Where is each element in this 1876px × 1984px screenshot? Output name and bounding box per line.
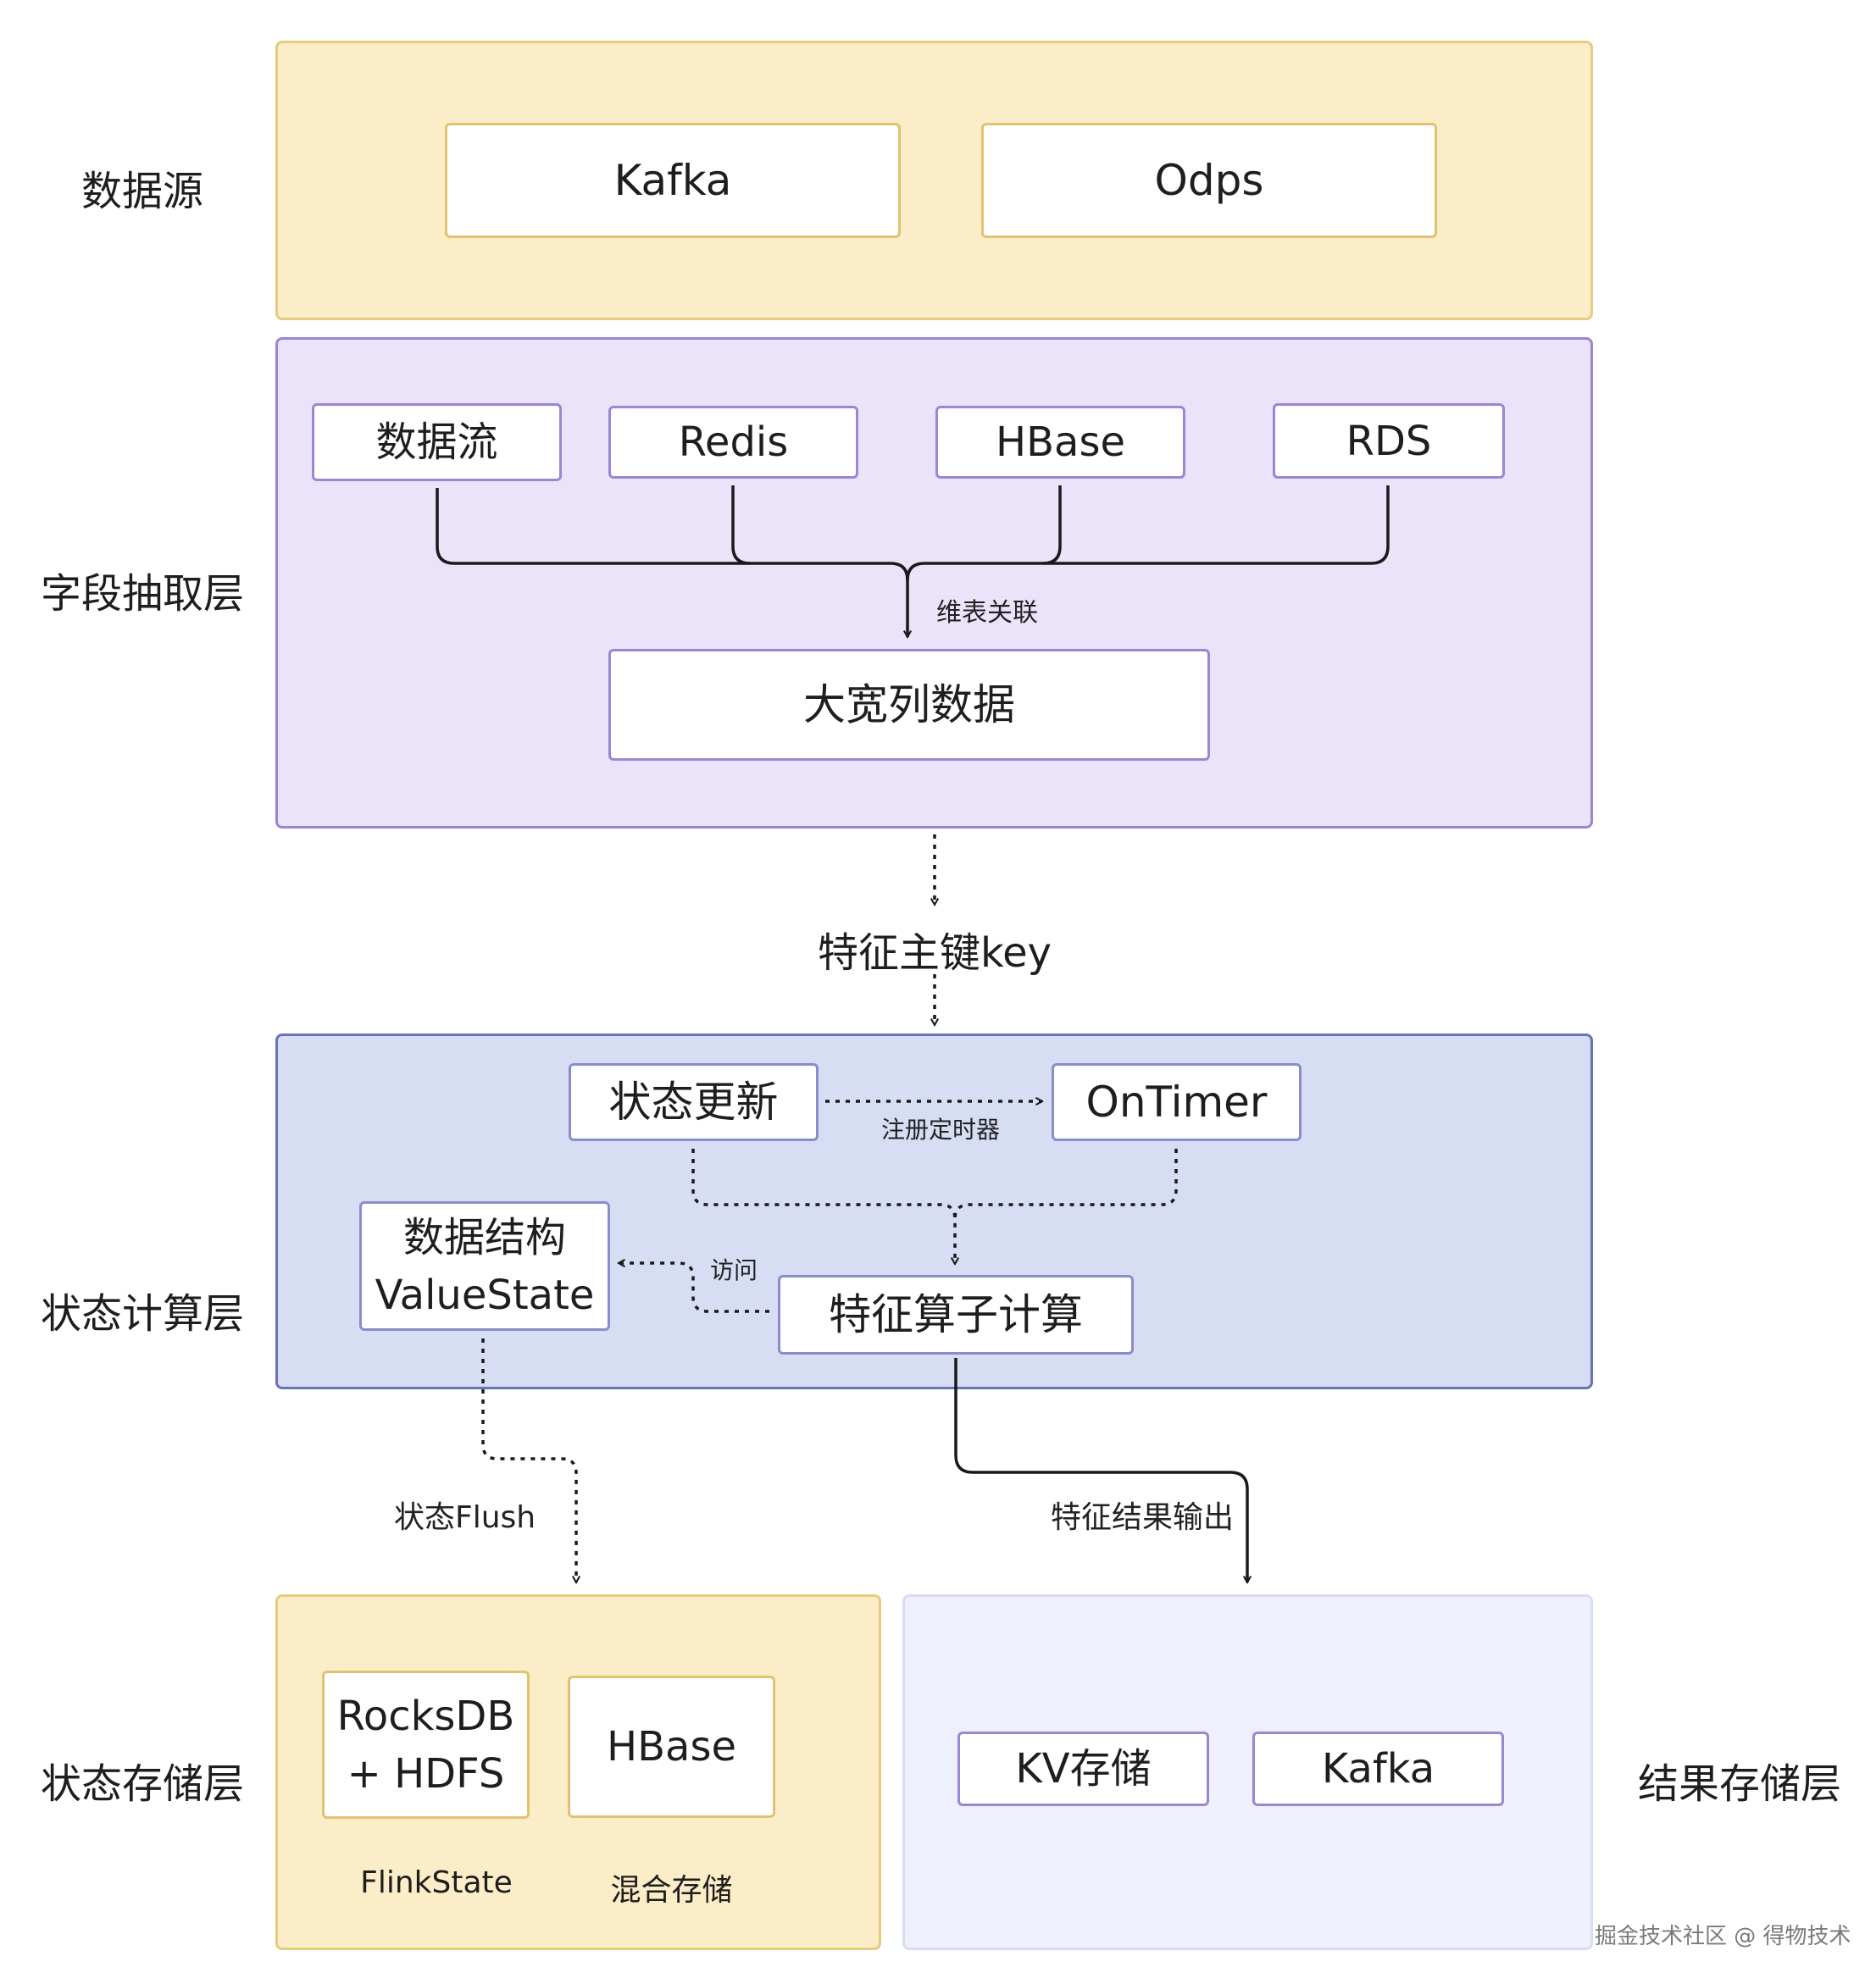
state-update-merge	[691, 1149, 955, 1264]
hbase-storage-box: HBase	[568, 1676, 775, 1818]
kafka-source-box: Kafka	[445, 123, 901, 238]
odps-source-box: Odps	[981, 123, 1437, 238]
hbase-storage-text: HBase	[607, 1723, 736, 1771]
access-label: 访问	[710, 1256, 758, 1284]
value-state-text: ValueState	[375, 1271, 595, 1319]
hdfs-text: + HDFS	[347, 1749, 505, 1798]
result-storage-label: 结果存储层	[1638, 1760, 1842, 1808]
register-timer-label: 注册定时器	[881, 1116, 1001, 1144]
state-compute-label: 状态计算层	[41, 1290, 245, 1338]
rocksdb-text: RocksDB	[336, 1692, 515, 1740]
merge-line-rds	[906, 485, 1390, 581]
data-structure-text: 数据结构	[402, 1213, 566, 1261]
wide-column-data-box: 大宽列数据	[608, 649, 1210, 761]
merge-line-data-stream	[436, 488, 907, 637]
data-source-label: 数据源	[81, 168, 204, 215]
ontimer-text: OnTimer	[1085, 1077, 1268, 1127]
data-stream-text: 数据流	[375, 418, 498, 466]
feature-operator-text: 特征算子计算	[829, 1289, 1083, 1339]
odps-source-text: Odps	[1154, 155, 1264, 205]
state-update-text: 状态更新	[608, 1077, 779, 1127]
hbase-dim-box: HBase	[935, 406, 1185, 479]
join-label: 维表关联	[936, 598, 1038, 628]
merge-line-hbase	[1042, 485, 1062, 565]
feature-key-label: 特征主键key	[817, 929, 1052, 977]
state-update-box: 状态更新	[569, 1063, 819, 1141]
feature-output-label: 特征结果输出	[1051, 1500, 1235, 1535]
kafka-result-text: Kafka	[1321, 1745, 1435, 1793]
field-extraction-label: 字段抽取层	[41, 570, 245, 618]
kv-storage-box: KV存储	[957, 1732, 1209, 1806]
data-stream-box: 数据流	[312, 403, 562, 481]
access-arrow	[619, 1263, 769, 1313]
hybrid-storage-caption: 混合存储	[610, 1873, 733, 1908]
state-flush-label: 状态Flush	[394, 1500, 536, 1535]
rds-text: RDS	[1346, 417, 1432, 465]
state-flush-arrow	[481, 1338, 576, 1582]
redis-text: Redis	[678, 418, 789, 466]
rocksdb-hdfs-box: RocksDB + HDFS	[322, 1671, 530, 1819]
feature-output-arrow	[954, 1358, 1247, 1582]
wide-column-data-text: 大宽列数据	[803, 679, 1015, 729]
kv-storage-text: KV存储	[1015, 1745, 1152, 1793]
kafka-source-text: Kafka	[613, 155, 732, 205]
watermark: 掘金技术社区 @ 得物技术	[1595, 1924, 1851, 1949]
ontimer-merge	[953, 1149, 1178, 1220]
rds-box: RDS	[1273, 403, 1505, 479]
hbase-dim-text: HBase	[996, 418, 1125, 466]
redis-box: Redis	[608, 406, 858, 479]
feature-operator-box: 特征算子计算	[778, 1275, 1134, 1355]
kafka-result-box: Kafka	[1252, 1732, 1504, 1806]
value-state-box: 数据结构 ValueState	[359, 1201, 610, 1331]
ontimer-box: OnTimer	[1052, 1063, 1302, 1141]
state-storage-label: 状态存储层	[41, 1760, 245, 1808]
merge-line-redis	[731, 485, 751, 565]
flinkstate-caption: FlinkState	[360, 1865, 513, 1900]
